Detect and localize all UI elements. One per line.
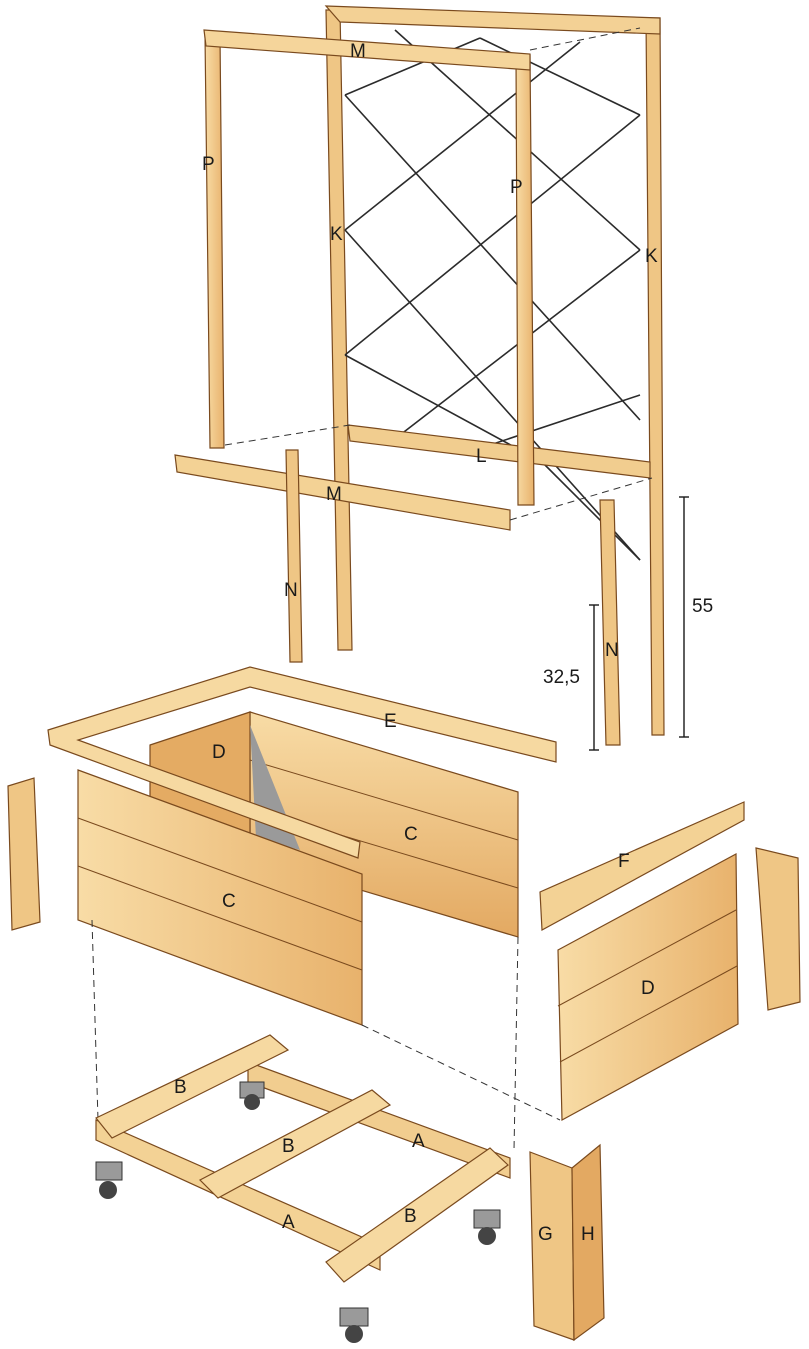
corner-post-gh bbox=[529, 1143, 605, 1342]
trellis-back-top-rail bbox=[324, 5, 661, 35]
loose-corner-post-left bbox=[7, 777, 41, 931]
dimension-height-55: 55 bbox=[692, 596, 713, 617]
base-board-b-middle bbox=[198, 1089, 392, 1199]
side-panel-d bbox=[557, 853, 739, 1121]
trellis-post-p-left bbox=[204, 34, 225, 449]
base-rail-a-back bbox=[247, 1061, 511, 1179]
label-b-right: B bbox=[404, 1206, 417, 1227]
planter-box bbox=[7, 666, 801, 1151]
trellis-bottom-rail-l bbox=[347, 424, 651, 479]
corner-post-h-face bbox=[571, 1143, 605, 1342]
label-m-bottom: M bbox=[326, 484, 342, 505]
rolling-base bbox=[95, 1034, 511, 1343]
label-p-left: P bbox=[202, 154, 215, 175]
caster-wheel bbox=[239, 1081, 265, 1110]
lattice-wire-mesh bbox=[344, 29, 641, 561]
box-top-frame-e bbox=[47, 666, 557, 859]
trellis-post-p-right bbox=[515, 54, 535, 506]
trellis-lower-rail-m bbox=[174, 454, 511, 531]
trellis-top-rail-m bbox=[203, 29, 531, 71]
base-rail-a-front bbox=[95, 1119, 381, 1271]
trellis-guide-lines bbox=[224, 27, 653, 521]
label-d-back: D bbox=[212, 742, 226, 763]
trellis-post-k-right bbox=[645, 17, 665, 736]
trellis-post-k-left bbox=[325, 9, 353, 651]
label-b-left: B bbox=[174, 1077, 187, 1098]
label-g-post: G bbox=[538, 1224, 553, 1245]
side-strip-f bbox=[539, 801, 745, 931]
connector-post-n-right bbox=[599, 499, 621, 746]
label-c-front: C bbox=[222, 891, 236, 912]
dimension-height-32-5: 32,5 bbox=[543, 667, 580, 688]
label-m-top: M bbox=[350, 41, 366, 62]
label-n-left: N bbox=[284, 580, 298, 601]
label-a-front: A bbox=[282, 1212, 295, 1233]
label-a-back: A bbox=[412, 1131, 425, 1152]
label-c-back: C bbox=[404, 824, 418, 845]
label-b-middle: B bbox=[282, 1136, 295, 1157]
label-f-strip: F bbox=[618, 851, 630, 872]
loose-corner-post-right bbox=[755, 847, 801, 1011]
label-h-post: H bbox=[581, 1224, 595, 1245]
caster-wheel bbox=[339, 1307, 369, 1343]
caster-wheel bbox=[95, 1161, 123, 1199]
label-e-frame: E bbox=[384, 711, 397, 732]
label-d-side: D bbox=[641, 978, 655, 999]
label-l-bottom: L bbox=[476, 446, 487, 467]
base-board-b-left bbox=[95, 1034, 290, 1139]
box-guide-lines bbox=[91, 919, 561, 1151]
label-k-right: K bbox=[645, 246, 658, 267]
connector-post-n-left bbox=[285, 449, 303, 663]
part-labels: M P P K K L M N N 55 32,5 E D C C F D B … bbox=[174, 41, 713, 1245]
corner-post-g-face bbox=[529, 1151, 575, 1341]
caster-wheel bbox=[473, 1209, 501, 1245]
label-p-right: P bbox=[510, 177, 523, 198]
label-n-right: N bbox=[605, 640, 619, 661]
trellis-assembly bbox=[174, 5, 665, 746]
base-board-b-right bbox=[325, 1147, 509, 1283]
label-k-left: K bbox=[330, 224, 343, 245]
dimension-lines bbox=[589, 496, 689, 751]
